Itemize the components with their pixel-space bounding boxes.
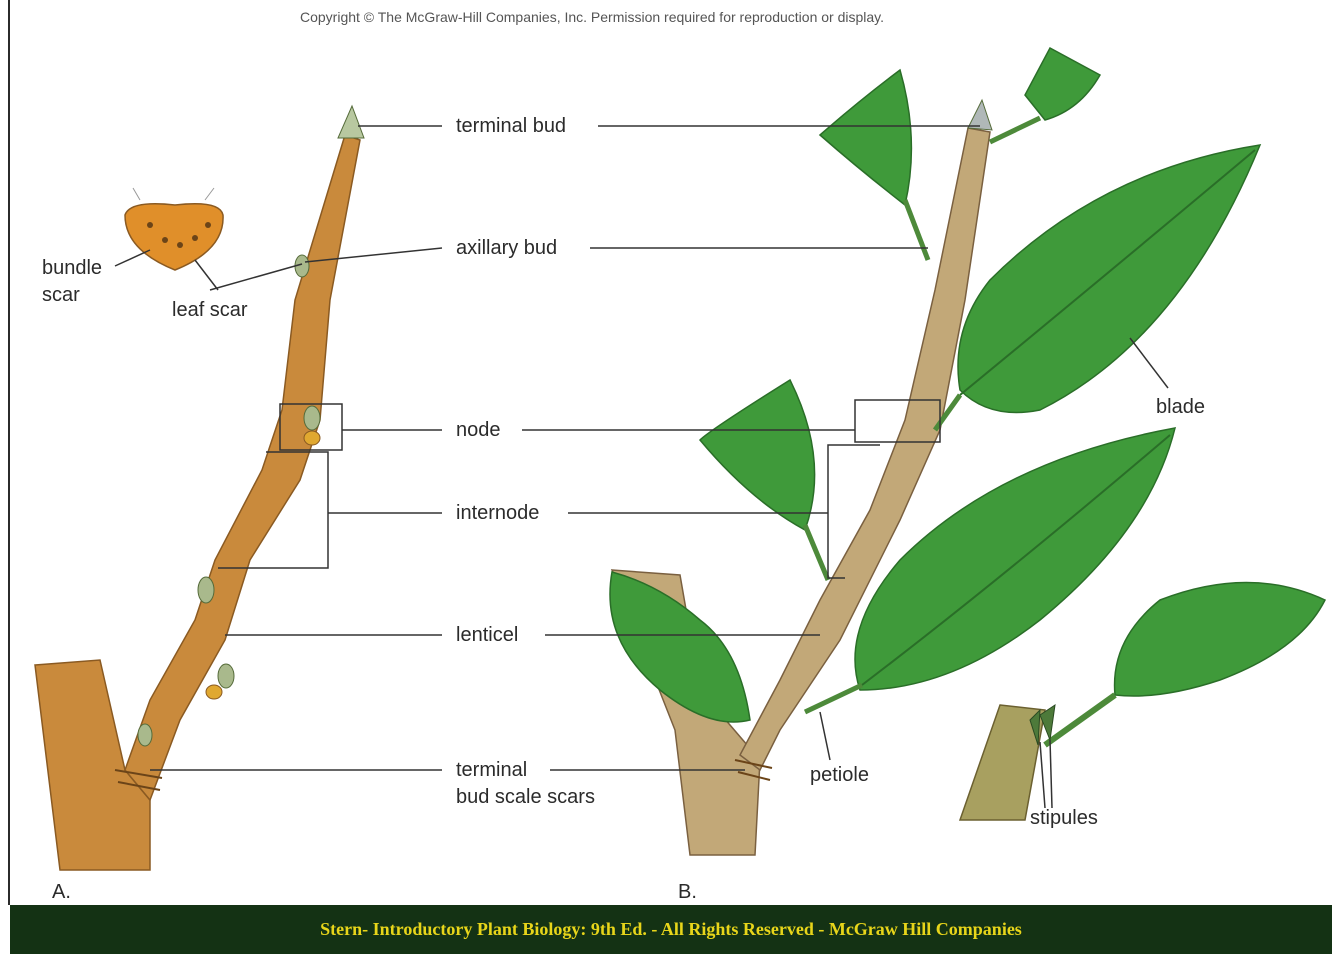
label-leaf-scar: leaf scar <box>172 298 248 322</box>
label-petiole: petiole <box>810 763 869 787</box>
leader-blade <box>1130 338 1168 388</box>
leaf-top-left <box>820 70 911 205</box>
leader-bundle-scar <box>115 250 150 266</box>
leaf-top-right-petiole <box>990 118 1040 142</box>
leader-leaf-scar-detail <box>195 260 218 290</box>
footer-bar: Stern- Introductory Plant Biology: 9th E… <box>10 905 1332 954</box>
label-terminal-bud-scale-scars-line1: terminal <box>456 758 527 782</box>
label-blade: blade <box>1156 395 1205 419</box>
stipule-detail-petiole <box>1045 695 1115 745</box>
leaf-scar-hairs <box>133 188 214 200</box>
panel-label-a: A. <box>52 881 71 904</box>
leaf-top-left-petiole <box>905 200 928 260</box>
panel-label-b: B. <box>678 881 697 904</box>
leader-stipules-1 <box>1040 742 1045 808</box>
twig-a-leaf-scar-lower <box>206 685 222 699</box>
bundle-scar-dot <box>147 222 153 228</box>
bundle-scar-dot <box>192 235 198 241</box>
label-terminal-bud: terminal bud <box>456 114 566 138</box>
stipule-detail-leaf <box>1115 583 1325 697</box>
label-bundle-scar-line1: bundle <box>42 256 102 280</box>
twig-a-bud-lower-1 <box>198 577 214 603</box>
label-stipules: stipules <box>1030 806 1098 830</box>
bundle-scar-dot <box>205 222 211 228</box>
leaf-middle-left <box>700 380 815 530</box>
twig-a-bud-lower-2 <box>218 664 234 688</box>
label-node: node <box>456 418 501 442</box>
leaf-blade-large <box>958 145 1260 413</box>
label-internode: internode <box>456 501 539 525</box>
label-lenticel: lenticel <box>456 623 518 647</box>
leader-leaf-scar <box>210 264 302 290</box>
bundle-scar-dot <box>177 242 183 248</box>
label-axillary-bud: axillary bud <box>456 236 557 260</box>
leaf-scar-detail-shape <box>125 204 223 270</box>
footer-credit: Stern- Introductory Plant Biology: 9th E… <box>10 919 1332 940</box>
leaf-scar-detail <box>125 188 223 270</box>
twig-a-bud-base <box>138 724 152 746</box>
twig-a-terminal-bud <box>338 106 364 138</box>
leader-petiole <box>820 712 830 760</box>
shoot-b <box>610 48 1260 855</box>
twig-a-leaf-scar <box>304 431 320 445</box>
leaf-middle-left-petiole <box>805 525 828 580</box>
leaf-lower-right-petiole <box>805 685 862 712</box>
label-terminal-bud-scale-scars-line2: bud scale scars <box>456 785 595 809</box>
leaf-top-right <box>1025 48 1100 120</box>
leader-stipules-2 <box>1050 740 1052 808</box>
label-bundle-scar-line2: scar <box>42 283 80 307</box>
twig-a-node-bud <box>304 406 320 430</box>
bundle-scar-dot <box>162 237 168 243</box>
